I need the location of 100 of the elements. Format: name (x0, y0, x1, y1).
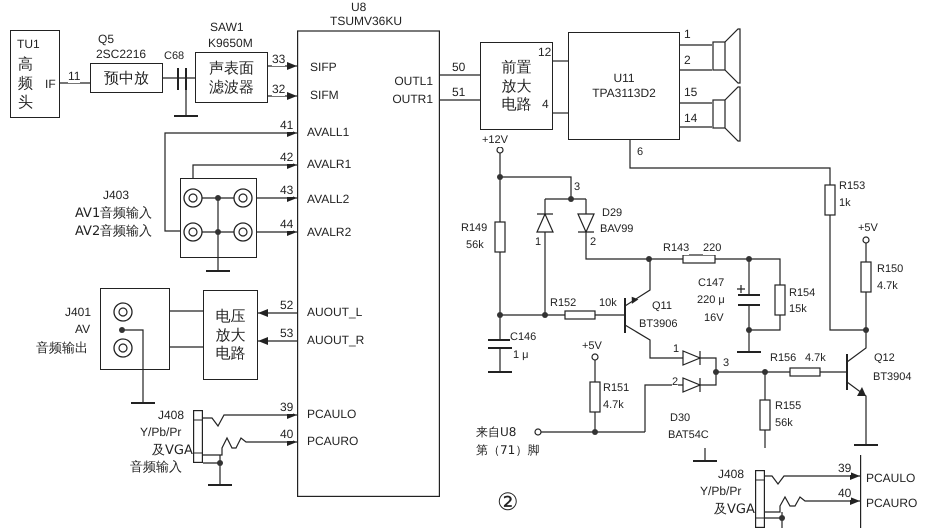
pin-number: 15 (684, 86, 698, 99)
signal-line (163, 77, 195, 79)
block-label: 声表面滤波器 (208, 58, 254, 96)
input-jack-panel (180, 178, 257, 258)
pin-name: SIFP (310, 60, 337, 74)
pin-number: 14 (684, 112, 698, 125)
signal-arrow (257, 194, 297, 202)
component-label: 2SC2216 (96, 47, 146, 61)
component-label: Y/Pb/Pr (140, 425, 182, 439)
pin-name: AVALL1 (307, 125, 350, 139)
pin-name: PCAURO (307, 434, 358, 448)
circuit-block (480, 42, 553, 130)
block-label: 电压放大电路 (214, 306, 246, 364)
component-label: 音频输出 (36, 340, 88, 357)
signal-line (170, 346, 203, 348)
signal-arrow (268, 92, 297, 100)
chip-label: U8 (351, 0, 366, 14)
component-label: J403 (103, 188, 130, 202)
speaker-symbol (712, 86, 742, 142)
pin-number: 2 (672, 376, 678, 389)
pin-number: 42 (280, 151, 294, 164)
component-label: C146 (510, 331, 536, 344)
pin-number: 40 (280, 428, 294, 441)
component-label: 220 μ (697, 294, 725, 307)
component-label: Q5 (98, 32, 114, 46)
pin-number: 39 (280, 401, 294, 414)
signal-line (553, 60, 568, 62)
pin-number: 40 (838, 487, 852, 500)
circuit-block (203, 290, 258, 380)
pin-number: 52 (280, 299, 294, 312)
chip-label: TSUMV36KU (330, 14, 402, 28)
signal-arrow (192, 161, 297, 178)
block-label: 预中放 (103, 68, 150, 88)
signal-arrow (257, 228, 297, 236)
chip-label: U11 (612, 71, 636, 86)
device-label: TU1 (17, 37, 40, 51)
pin-name: SIFM (310, 88, 339, 102)
output-jack-panel (100, 288, 170, 370)
signal-arrow (258, 309, 297, 317)
signal-line (440, 74, 480, 76)
signal-line (680, 44, 712, 46)
pin-number: 12 (538, 46, 552, 59)
audio-jack-symbol (193, 410, 203, 463)
pin-name: AVALR1 (307, 157, 352, 171)
signal-arrow (765, 472, 860, 485)
component-label: 音频输入 (130, 459, 182, 476)
pin-name: PCAULO (866, 471, 916, 485)
pin-number: 50 (452, 61, 466, 74)
pin-number: 43 (280, 184, 294, 197)
component-label: AV1音频输入 (75, 205, 152, 222)
note-label: 第（71）脚 (476, 444, 540, 457)
component-label: Q12 (874, 352, 895, 365)
speaker-symbol (712, 28, 742, 84)
signal-arrow (765, 496, 860, 513)
component-label: AV2音频输入 (75, 223, 152, 240)
pin-number: 4 (542, 98, 549, 111)
component-label: R143 (663, 242, 690, 255)
component-label: 220 (703, 242, 722, 255)
pin-name: OUTL1 (394, 74, 433, 88)
signal-arrow (258, 337, 297, 345)
pin-name: AUOUT_R (307, 333, 364, 347)
saw-filter-block (195, 52, 268, 103)
audio-jack-symbol (755, 470, 765, 528)
component-label: 及VGA (152, 442, 193, 459)
pin-number: 41 (280, 119, 294, 132)
pin-number: 53 (280, 327, 294, 340)
signal-line (553, 112, 568, 114)
note-label: 来自U8 (476, 426, 516, 439)
signal-arrow (203, 436, 297, 456)
pin-number: 32 (272, 83, 286, 96)
component-label: J401 (65, 305, 92, 319)
pin-number: 33 (272, 53, 286, 66)
pin-name: IF (45, 77, 56, 91)
component-label: J408 (718, 467, 744, 481)
pin-number: 2 (684, 54, 691, 67)
tuner-box (10, 30, 60, 118)
component-label: K9650M (208, 36, 253, 50)
signal-arrow (203, 411, 297, 428)
device-label: 高频头 (18, 55, 33, 112)
component-label: 1 μ (513, 349, 529, 362)
component-label: 及VGA (714, 501, 755, 518)
pin-number: 1 (684, 28, 691, 41)
block-label: 前置放大电路 (500, 58, 532, 114)
component-label: AV (75, 322, 90, 336)
pin-name: PCAULO (307, 407, 356, 421)
pin-number: 39 (838, 462, 852, 475)
pin-name: OUTR1 (392, 92, 433, 106)
pin-name: AVALR2 (307, 225, 352, 239)
signal-arrow (164, 129, 297, 232)
pin-name: AUOUT_L (307, 305, 362, 319)
component-label: J408 (158, 408, 184, 422)
chip-label: TPA3113D2 (591, 86, 657, 101)
signal-arrow (268, 62, 297, 70)
signal-line (60, 82, 90, 84)
pin-number: 11 (68, 70, 80, 83)
signal-line (680, 126, 712, 128)
component-label: SAW1 (210, 20, 244, 34)
ic-chip (297, 0, 440, 497)
circuit-block (90, 63, 163, 93)
signal-line (440, 99, 480, 101)
